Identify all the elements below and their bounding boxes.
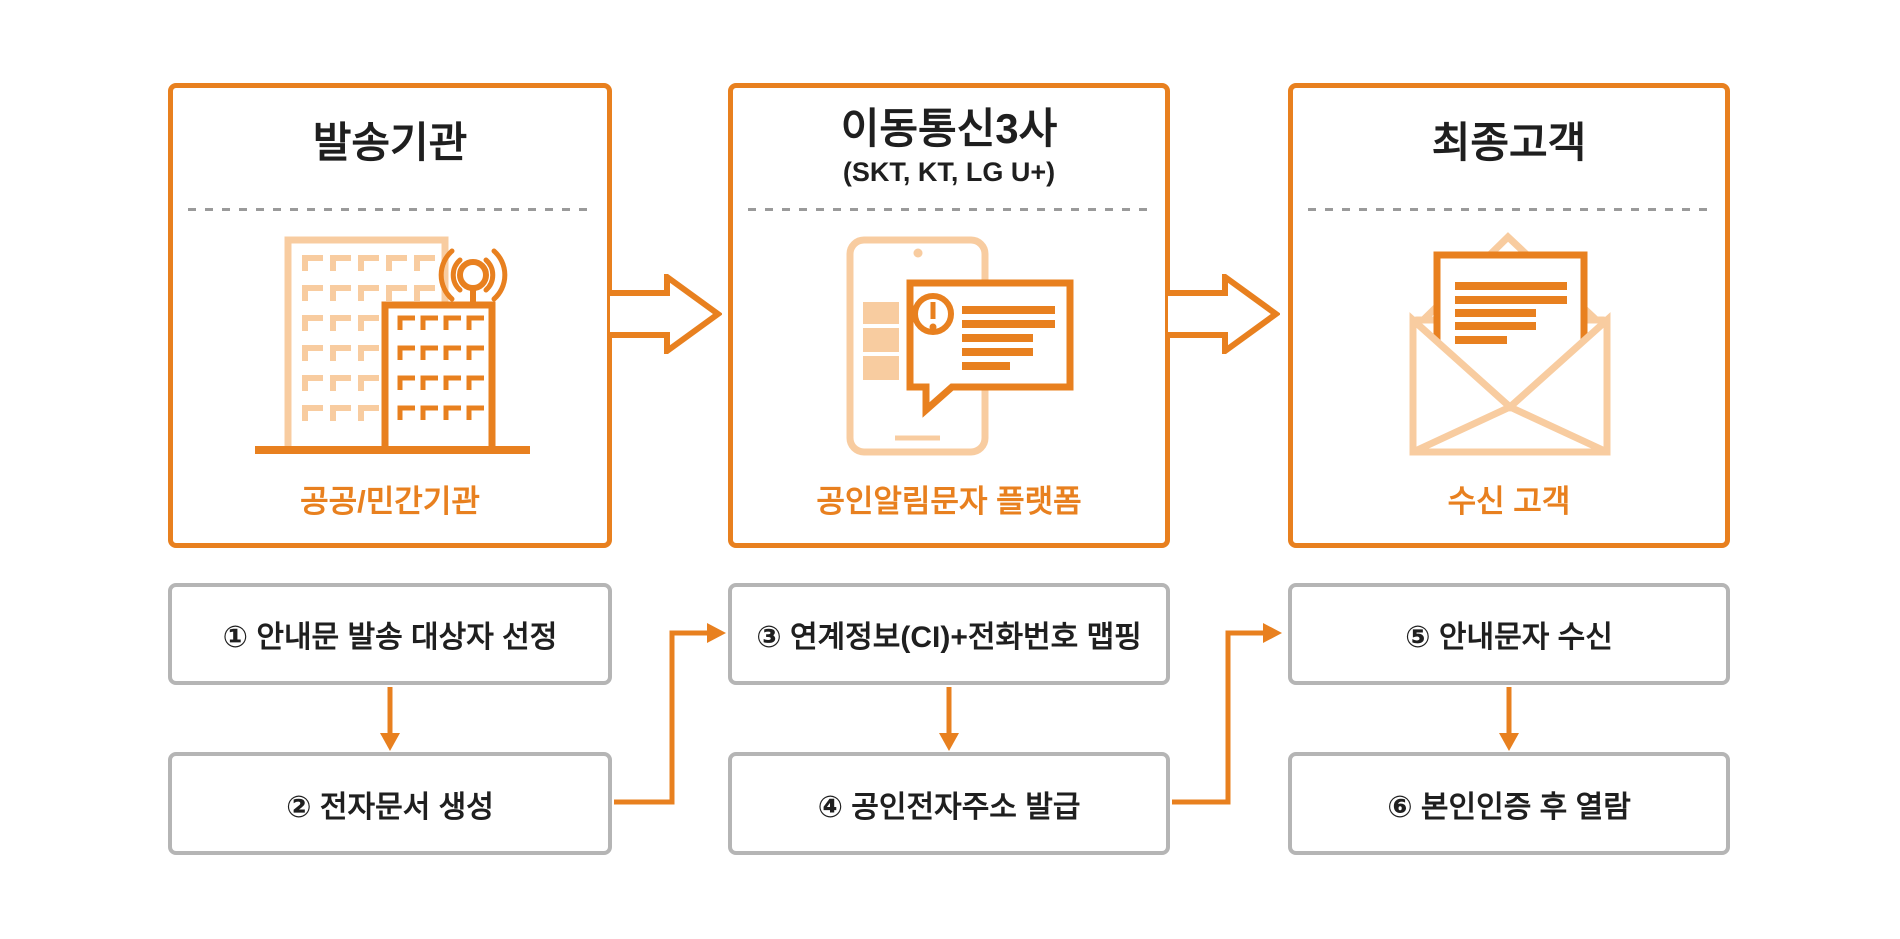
building-broadcast-icon — [255, 236, 530, 454]
flow-arrow-right-icon — [1168, 274, 1280, 354]
panel-divider — [748, 208, 1150, 211]
step-label: ① 안내문 발송 대상자 선정 — [222, 621, 558, 654]
panel-title: 이동통신3사 — [840, 105, 1058, 152]
panel-label: 공공/민간기관 — [300, 484, 480, 519]
panel-carriers: 이동통신3사 (SKT, KT, LG U+) — [728, 83, 1170, 548]
panel-label: 공인알림문자 플랫폼 — [816, 484, 1082, 519]
elbow-connector-arrow-icon — [614, 623, 726, 805]
panel-subtitle: (SKT, KT, LG U+) — [842, 157, 1056, 188]
step-label: ④ 공인전자주소 발급 — [817, 790, 1081, 824]
step-label: ② 전자문서 생성 — [286, 790, 494, 824]
panel-title: 최종고객 — [1431, 119, 1587, 166]
panel-divider — [1308, 208, 1710, 211]
step-6: ⑥ 본인인증 후 열람 — [1288, 752, 1730, 855]
panel-label: 수신 고객 — [1447, 484, 1571, 519]
elbow-connector-arrow-icon — [1172, 623, 1282, 805]
step-2: ② 전자문서 생성 — [168, 752, 612, 855]
down-arrow-icon — [939, 687, 959, 751]
step-3: ③ 연계정보(CI)+전화번호 맵핑 — [728, 583, 1170, 685]
down-arrow-icon — [1499, 687, 1519, 751]
step-1: ① 안내문 발송 대상자 선정 — [168, 583, 612, 685]
step-4: ④ 공인전자주소 발급 — [728, 752, 1170, 855]
step-label: ⑥ 본인인증 후 열람 — [1387, 790, 1631, 824]
panel-sender: 발송기관 — [168, 83, 612, 548]
panel-title: 발송기관 — [312, 119, 468, 166]
step-5: ⑤ 안내문자 수신 — [1288, 583, 1730, 685]
step-label: ⑤ 안내문자 수신 — [1405, 621, 1613, 654]
phone-alert-message-icon — [846, 236, 1074, 456]
step-label: ③ 연계정보(CI)+전화번호 맵핑 — [756, 621, 1142, 654]
flow-arrow-right-icon — [610, 274, 722, 354]
open-envelope-letter-icon — [1409, 232, 1611, 456]
panel-customer: 최종고객 수신 고객 — [1288, 83, 1730, 548]
panel-divider — [188, 208, 592, 211]
down-arrow-icon — [380, 687, 400, 751]
